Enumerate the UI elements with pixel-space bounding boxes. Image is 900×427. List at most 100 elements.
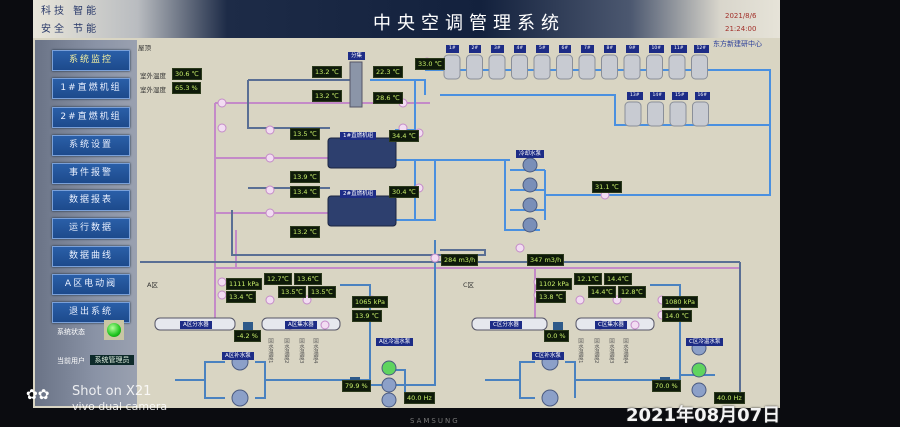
c-branch-temp: 14.4℃ xyxy=(588,286,616,298)
menu-item-6[interactable]: 数据报表 xyxy=(52,190,130,211)
a-branch-temp: 13.5℃ xyxy=(308,286,336,298)
makeup-pump[interactable] xyxy=(541,389,559,407)
cooling-pump-1[interactable] xyxy=(522,157,538,173)
flow-1: 284 m3/h xyxy=(441,254,479,266)
cooling-tower[interactable] xyxy=(623,54,641,80)
sensor-point[interactable] xyxy=(630,320,640,330)
circulation-pump[interactable] xyxy=(381,377,397,393)
cooling-tower[interactable] xyxy=(556,54,573,80)
menu-item-9[interactable]: A区电动阀 xyxy=(52,274,130,295)
sensor-point[interactable] xyxy=(515,243,525,253)
cooling-tower-tag: 15# xyxy=(672,92,688,100)
c-branch-label: 回水温度3 xyxy=(608,338,614,364)
c-branch-temp: 12.1℃ xyxy=(574,273,602,285)
menu-item-4[interactable]: 系统设置 xyxy=(52,135,130,156)
cooling-tower[interactable] xyxy=(691,54,708,80)
tower-temp: 33.0 ℃ xyxy=(415,58,445,70)
date: 2021/8/6 xyxy=(725,12,757,20)
motor-valve[interactable] xyxy=(243,322,253,330)
menu-item-7[interactable]: 运行数据 xyxy=(52,218,130,239)
makeup-pump[interactable] xyxy=(231,389,249,407)
circulation-pump[interactable] xyxy=(381,360,397,376)
a-return-pressure: 1065 kPa xyxy=(352,296,388,308)
sensor-point[interactable] xyxy=(265,125,275,135)
c-frequency: 40.0 Hz xyxy=(714,392,745,404)
circulation-pump[interactable] xyxy=(691,362,707,378)
cooling-tower[interactable] xyxy=(601,54,618,80)
cooling-tower-tag: 1# xyxy=(446,45,459,53)
cooling-tower[interactable] xyxy=(578,54,596,80)
cooling-tower-tag: 2# xyxy=(468,45,482,53)
cooling-tower[interactable] xyxy=(466,54,483,80)
cooling-tower[interactable] xyxy=(692,101,709,127)
sensor-point[interactable] xyxy=(265,185,275,195)
sensor-point[interactable] xyxy=(302,295,312,305)
status-label: 系统状态 xyxy=(57,328,85,336)
zone-a-title: A区 xyxy=(147,281,158,289)
photo-date-stamp: 2021年08月07日 xyxy=(626,405,781,426)
c-collector-tag: C区集水器 xyxy=(595,321,627,329)
menu-item-8[interactable]: 数据曲线 xyxy=(52,246,130,267)
chiller-1-cooling-temp: 34.4 ℃ xyxy=(389,130,419,142)
cooling-pump-3[interactable] xyxy=(522,197,538,213)
cooling-tower[interactable] xyxy=(624,101,642,127)
chiller-1[interactable] xyxy=(327,137,397,169)
circulation-pump[interactable] xyxy=(381,392,397,408)
cooling-tower[interactable] xyxy=(646,54,663,80)
motor-valve[interactable] xyxy=(553,322,563,330)
watermark-1: Shot on X21 xyxy=(72,384,152,399)
sensor-point[interactable] xyxy=(217,123,227,133)
a-collector-tag: A区集水器 xyxy=(285,321,317,329)
c-valve2-open: 70.0 % xyxy=(652,380,681,392)
cooling-tower[interactable] xyxy=(647,101,664,127)
c-makeup-pump-tag: C区补水泵 xyxy=(532,352,564,360)
cooling-pump-4[interactable] xyxy=(522,217,538,233)
cooling-tower-tag: 14# xyxy=(649,92,665,100)
user-label: 当前用户 xyxy=(57,357,85,365)
a-makeup-pump-tag: A区补水泵 xyxy=(222,352,254,360)
menu-item-10[interactable]: 退出系统 xyxy=(52,302,130,323)
a-branch-label: 回水温度3 xyxy=(298,338,304,364)
sensor-point[interactable] xyxy=(575,295,585,305)
menu-item-2[interactable]: 1#直燃机组 xyxy=(52,78,130,99)
sensor-point[interactable] xyxy=(320,320,330,330)
a-branch-temp: 13.6℃ xyxy=(294,273,322,285)
circulation-pump[interactable] xyxy=(691,382,707,398)
chiller-2-in-temp: 13.4 ℃ xyxy=(290,186,320,198)
cooling-tower[interactable] xyxy=(669,101,687,127)
cooling-tower-tag: 8# xyxy=(603,45,617,53)
a-branch-temp: 12.7℃ xyxy=(264,273,292,285)
c-branch-label: 回水温度2 xyxy=(593,338,599,364)
sensor-point[interactable] xyxy=(217,98,227,108)
sensor-point[interactable] xyxy=(217,277,227,287)
a-branch-label: 回水温度1 xyxy=(267,338,273,364)
sensor-point[interactable] xyxy=(265,153,275,163)
time: 21:24:00 xyxy=(725,25,757,33)
cooling-pump-tag: 冷却水泵 xyxy=(516,150,545,158)
camera-logo-icon: ✿✿ xyxy=(26,387,50,403)
c-branch-temp: 12.8℃ xyxy=(618,286,646,298)
sensor-point[interactable] xyxy=(265,208,275,218)
cooling-tower[interactable] xyxy=(443,54,461,80)
c-supply-temp: 13.8 ℃ xyxy=(536,291,566,303)
chiller-2-tag: 2#直燃机组 xyxy=(340,190,377,198)
cooling-tower[interactable] xyxy=(668,54,686,80)
sensor-point[interactable] xyxy=(217,290,227,300)
menu-item-5[interactable]: 事件报警 xyxy=(52,163,130,184)
sensor-point[interactable] xyxy=(612,295,622,305)
a-branch-temp: 13.5℃ xyxy=(278,286,306,298)
cooling-tower-tag: 13# xyxy=(627,92,643,100)
menu-item-3[interactable]: 2#直燃机组 xyxy=(52,107,130,128)
cooling-pump-2[interactable] xyxy=(522,177,538,193)
chiller-2[interactable] xyxy=(327,195,397,227)
cooling-tower[interactable] xyxy=(533,54,551,80)
chiller-1-tag: 1#直燃机组 xyxy=(340,132,377,140)
manifold[interactable] xyxy=(349,61,363,108)
cooling-tower[interactable] xyxy=(488,54,506,80)
menu-item-1[interactable]: 系统监控 xyxy=(52,50,130,71)
cooling-tower[interactable] xyxy=(511,54,528,80)
a-supply-temp: 13.4 ℃ xyxy=(226,291,256,303)
sensor-point[interactable] xyxy=(430,253,440,263)
sensor-point[interactable] xyxy=(265,295,275,305)
outdoor-humidity-label: 室外湿度 xyxy=(140,86,166,94)
